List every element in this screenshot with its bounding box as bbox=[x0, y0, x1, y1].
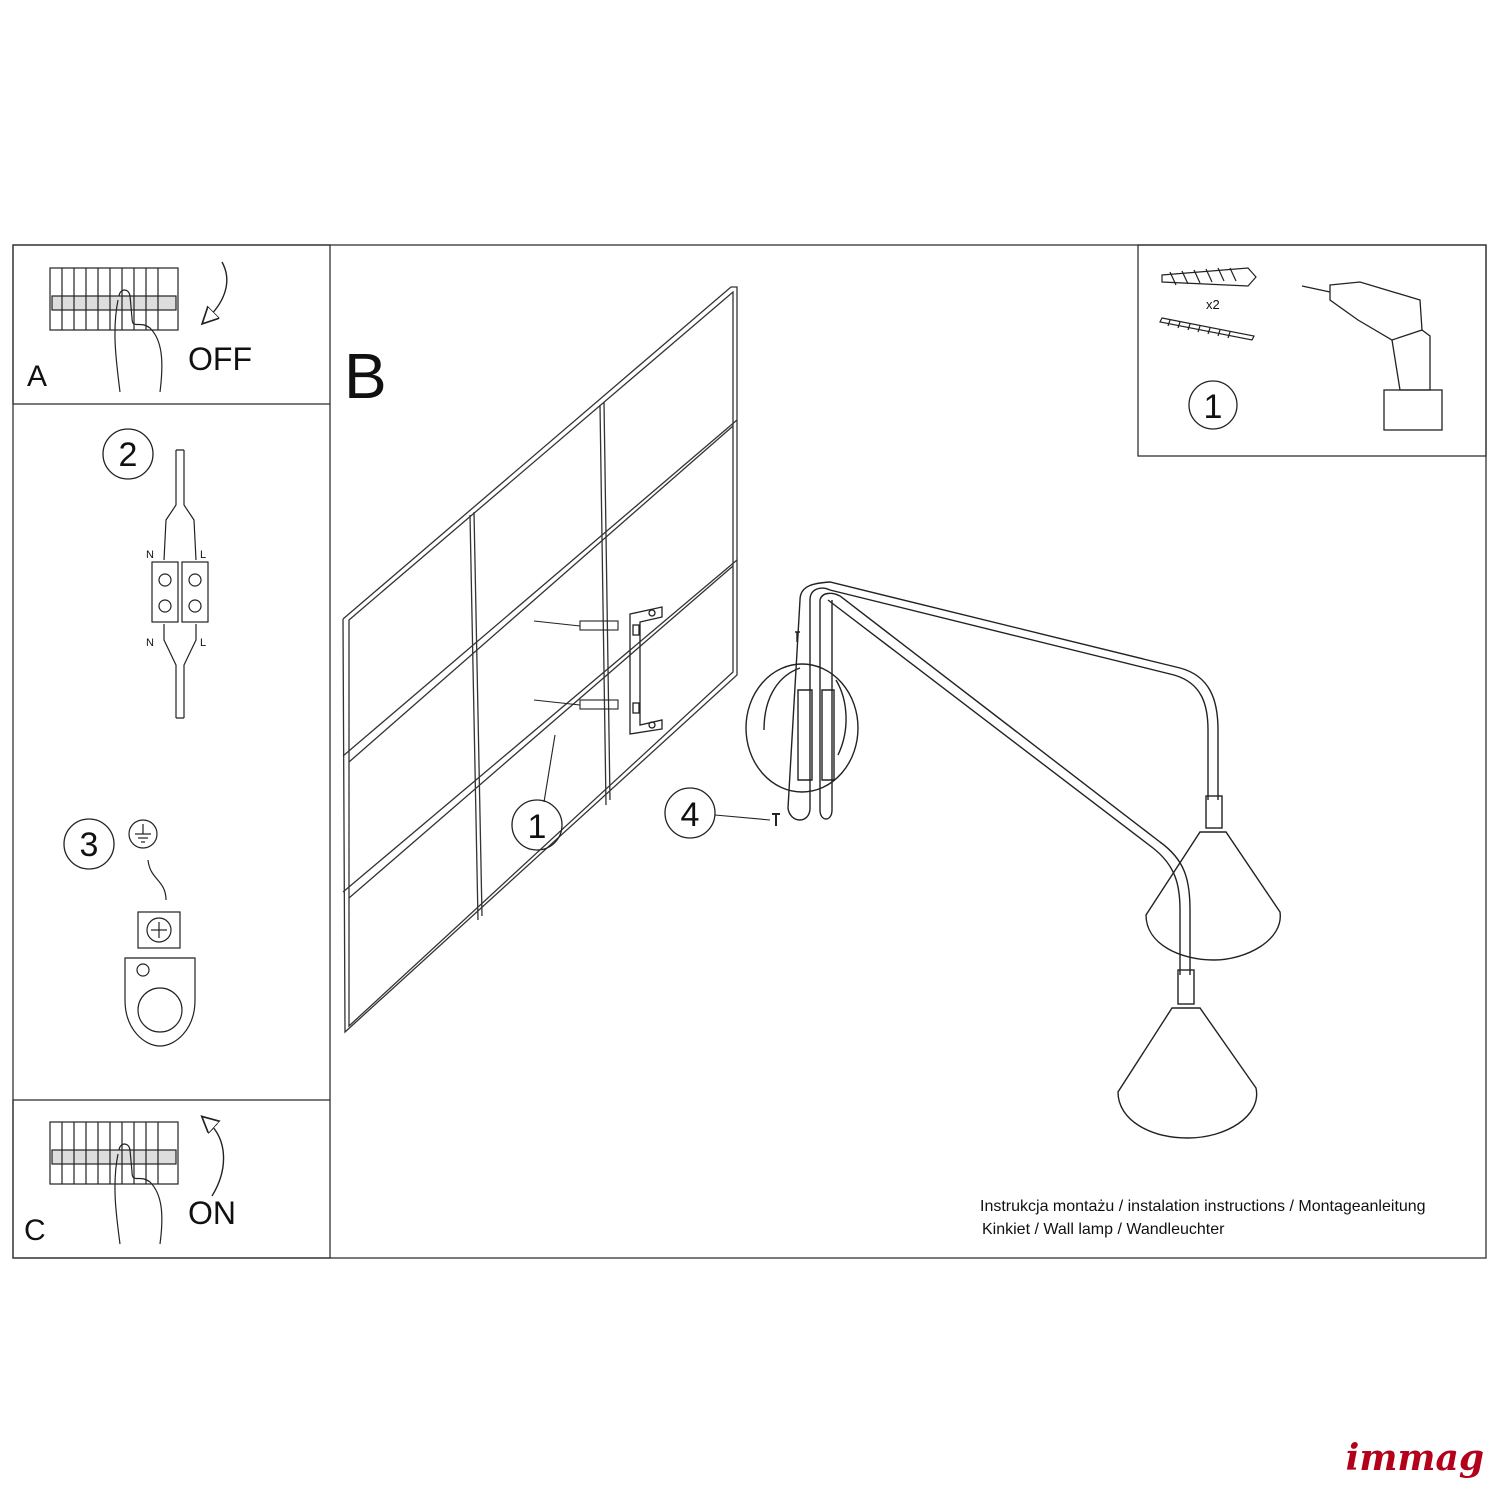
l-bottom-label: L bbox=[200, 637, 206, 649]
screws-and-dowels bbox=[533, 620, 619, 710]
leader-line bbox=[543, 734, 556, 803]
footer-line-2: Kinkiet / Wall lamp / Wandleuchter bbox=[982, 1221, 1225, 1238]
n-bottom-label: N bbox=[146, 637, 154, 649]
footer-line-1: Instrukcja montażu / instalation instruc… bbox=[980, 1198, 1426, 1215]
panel-b-letter: B bbox=[344, 340, 387, 412]
step-4-number: 4 bbox=[681, 796, 700, 834]
step-1-wall-number: 1 bbox=[528, 808, 547, 846]
wall-tiles bbox=[342, 286, 738, 1034]
arrow-down-icon bbox=[208, 261, 228, 318]
step-3-circle bbox=[63, 818, 115, 870]
step-1-circle bbox=[1188, 380, 1238, 430]
brand-logo: immag bbox=[1346, 1437, 1484, 1479]
l-top-label: L bbox=[200, 549, 206, 561]
step-2-circle bbox=[102, 428, 154, 480]
screw-icon bbox=[772, 813, 780, 826]
step-1-wall-circle bbox=[511, 799, 563, 851]
step-4-circle bbox=[664, 787, 716, 839]
mounting-bracket bbox=[629, 606, 663, 735]
earth-terminal-illustration bbox=[124, 859, 196, 1047]
drill-icon bbox=[1301, 281, 1443, 431]
step-2-number: 2 bbox=[119, 436, 138, 474]
screw-long-icon bbox=[1159, 317, 1255, 341]
on-label: ON bbox=[188, 1195, 236, 1231]
leader-line-4 bbox=[714, 814, 771, 821]
terminal-connector-illustration bbox=[151, 449, 209, 719]
panel-c-letter: C bbox=[24, 1214, 46, 1247]
quantity-label: x2 bbox=[1206, 297, 1220, 312]
wall-lamp-illustration bbox=[745, 581, 1281, 1139]
wall-plug-icon bbox=[1161, 267, 1257, 287]
step-1-number: 1 bbox=[1204, 388, 1223, 426]
ground-symbol-icon bbox=[128, 819, 158, 849]
off-label: OFF bbox=[188, 341, 252, 377]
breaker-on-illustration bbox=[49, 1121, 179, 1245]
step-3-number: 3 bbox=[80, 826, 99, 864]
breaker-off-illustration bbox=[49, 267, 179, 393]
panel-a-letter: A bbox=[27, 360, 47, 393]
frame bbox=[12, 244, 1487, 1259]
n-top-label: N bbox=[146, 549, 154, 561]
arrow-up-icon bbox=[208, 1122, 225, 1197]
